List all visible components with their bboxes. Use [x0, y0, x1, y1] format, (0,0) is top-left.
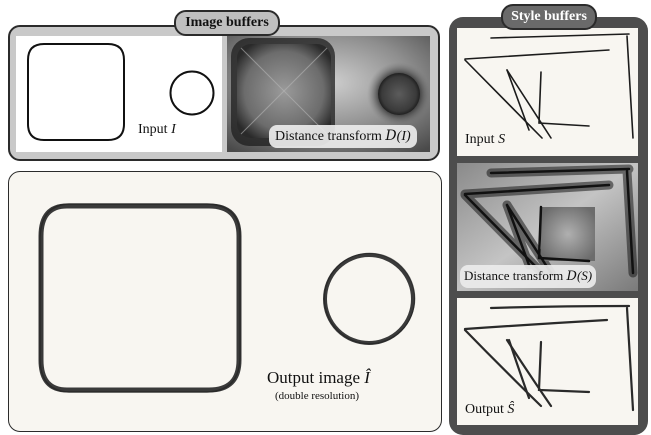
- distance-transform-buffer: Distance transform D(I): [227, 36, 430, 152]
- output-subcaption: (double resolution): [275, 390, 360, 402]
- output-image-panel: Output image Î (double resolution): [8, 171, 442, 432]
- output-circle: [323, 252, 416, 345]
- style-input-strokes: [464, 33, 634, 139]
- output-rounded-square: [38, 203, 242, 393]
- style-distance-caption: Distance transform D(S): [460, 265, 597, 288]
- style-input-caption: Input S: [465, 132, 506, 147]
- distance-caption: Distance transform D(I): [269, 125, 417, 148]
- style-output-buffer: Output Ŝ: [457, 298, 638, 425]
- style-buffers-title: Style buffers: [501, 4, 597, 30]
- style-output-caption: Output Ŝ: [465, 402, 515, 417]
- distance-square-diagonal-2: [240, 47, 328, 135]
- input-shapes: [27, 43, 215, 141]
- input-circle: [169, 70, 215, 116]
- style-distance-transform-buffer: Distance transform D(S): [457, 163, 638, 291]
- style-input-buffer: Input S: [457, 28, 638, 156]
- input-image-buffer: Input I: [16, 36, 222, 152]
- image-buffers-title: Image buffers: [174, 10, 280, 36]
- input-caption: Input I: [138, 122, 176, 137]
- output-caption: Output image Î: [267, 368, 370, 387]
- distance-circle: [378, 73, 420, 115]
- input-rounded-square: [27, 43, 125, 141]
- style-output-strokes: [463, 304, 635, 412]
- output-shapes: [38, 203, 416, 393]
- style-distance-box-field: [541, 207, 595, 261]
